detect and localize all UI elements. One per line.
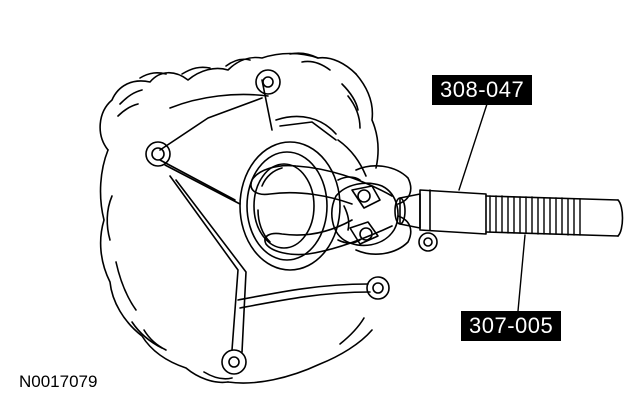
seal-remover-jaws [251, 166, 411, 255]
callout-leaders [459, 104, 525, 311]
seal-remover-adapter [395, 190, 486, 234]
slide-hammer-rod [486, 196, 623, 236]
tool-callout-308-047: 308-047 [432, 75, 533, 105]
bolt-bosses [146, 70, 437, 374]
differential-seal-bore [240, 142, 340, 270]
tool-hub [332, 183, 398, 245]
tool-callout-307-005: 307-005 [461, 311, 562, 341]
figure-id: N0017079 [19, 372, 98, 391]
transaxle-case [100, 53, 378, 383]
